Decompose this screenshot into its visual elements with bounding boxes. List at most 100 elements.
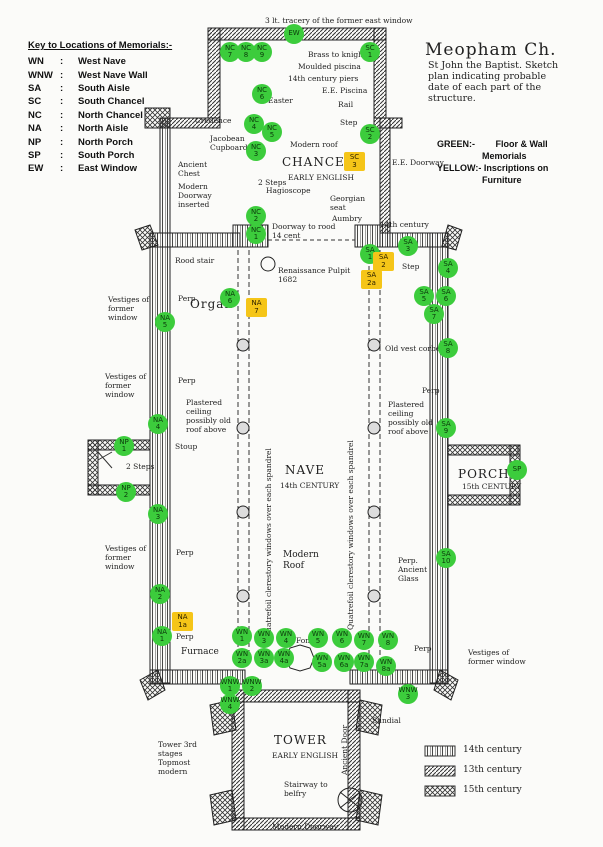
label-moulded-piscina: Moulded piscina (298, 62, 361, 71)
key-code: NP (28, 136, 42, 148)
label-rood-stair: Rood stair (175, 256, 215, 265)
marker-np1: NP 1 (114, 436, 134, 456)
key-code: NC (28, 109, 42, 121)
key-colon: : (60, 96, 64, 108)
key-row: EW:East Window (28, 162, 218, 175)
marker-nc3: NC 3 (246, 141, 266, 161)
key-label: South Aisle (78, 82, 130, 94)
marker-nc4: NC 4 (244, 114, 264, 134)
marker-sc3: SC 3 (344, 152, 365, 171)
label-perp-ancient-glass: Perp. Ancient Glass (398, 556, 428, 583)
label-perp-2: Perp (178, 376, 196, 385)
key-row: NC:North Chancel (28, 109, 218, 122)
memorial-location-key: Key to Locations of Memorials:- WN:West … (28, 40, 218, 176)
label-century-piers: 14th century piers (288, 74, 359, 83)
marker-wn6a: WN 6a (334, 652, 354, 672)
label-porch: PORCH (458, 467, 510, 481)
marker-wnw2: WNW 2 (242, 676, 262, 696)
label-stoup: Stoup (175, 442, 198, 451)
label-two-steps-top: 2 Steps (258, 178, 287, 187)
label-furnace: Furnace (181, 647, 219, 657)
label-early-english-top: EARLY ENGLISH (288, 173, 355, 182)
key-code: WN (28, 56, 44, 68)
church-title: Meopham Ch. (425, 40, 557, 60)
key-code: WNW (28, 69, 53, 81)
green-legend-text-2: Memorials (482, 151, 527, 161)
label-hagioscope: Hagioscope (266, 186, 311, 195)
label-georgian-seat: Georgian seat (330, 194, 366, 212)
marker-na1a: NA 1a (172, 612, 193, 631)
label-vestiges-1: Vestiges of former window (108, 295, 150, 322)
label-renaissance-pulpit: Renaissance Pulpit 1682 (278, 266, 351, 284)
label-fourteenth-cent: 14th century (380, 220, 429, 229)
label-modern-roof-top: Modern roof (290, 140, 338, 149)
green-legend-label: GREEN:- (437, 139, 475, 149)
marker-na7: NA 7 (246, 298, 267, 317)
key-row: WN: West Nave (28, 55, 218, 68)
hatch-legend-swatches (424, 745, 456, 797)
marker-na2: NA 2 (150, 584, 170, 604)
label-east-window: 3 lt. tracery of the former east window (265, 16, 413, 25)
label-stairway: Stairway to belfry (284, 780, 328, 798)
marker-sa8: SA 8 (438, 338, 458, 358)
marker-wn1: WN 1 (232, 626, 252, 646)
marker-sa2: SA 2 (373, 252, 394, 271)
key-label: South Chancel (78, 96, 145, 108)
key-label: West Nave (78, 56, 126, 68)
key-code: EW (28, 163, 44, 175)
marker-wn3: WN 3 (254, 628, 274, 648)
marker-wnw1: WNW 1 (220, 676, 240, 696)
key-colon: : (60, 123, 64, 135)
marker-sa4: SA 4 (438, 258, 458, 278)
color-legend: GREEN:- Floor & Wall Memorials YELLOW:- … (437, 138, 602, 186)
label-vestiges-2: Vestiges of former window (105, 372, 147, 399)
marker-sa9: SA 9 (436, 418, 456, 438)
label-nave: NAVE (285, 463, 325, 477)
marker-na4: NA 4 (148, 414, 168, 434)
marker-wn5: WN 5 (308, 628, 328, 648)
key-colon: : (60, 109, 64, 121)
marker-wn2a: WN 2a (232, 648, 252, 668)
marker-nc9: NC 9 (252, 42, 272, 62)
marker-ew: EW (284, 24, 304, 44)
tower (209, 689, 383, 831)
key-colon: : (60, 136, 64, 148)
label-ancient-door: Ancient Door (340, 724, 349, 775)
marker-sa3: SA 3 (398, 236, 418, 256)
yellow-legend-label: YELLOW:- (437, 163, 482, 173)
pulpit (260, 256, 276, 272)
label-credence: Credence (195, 116, 232, 125)
label-rail: Rail (338, 100, 354, 109)
label-modern-doorway: Modern Doorway inserted (178, 182, 212, 209)
label-perp-3: Perp (422, 386, 440, 395)
marker-wn4a: WN 4a (274, 648, 294, 668)
yellow-legend-text-1: Inscriptions on (483, 163, 549, 173)
marker-np2: NP 2 (116, 482, 136, 502)
key-colon: : (60, 82, 64, 94)
marker-wn6: WN 6 (332, 628, 352, 648)
key-label: South Porch (78, 149, 135, 161)
key-colon: : (60, 163, 64, 175)
label-tower: TOWER (274, 733, 327, 747)
label-tower-stages: Tower 3rd stages Topmost modern (158, 740, 197, 776)
key-colon: : (60, 56, 64, 68)
key-code: NA (28, 123, 42, 135)
green-legend-text-1: Floor & Wall (495, 139, 548, 149)
label-modern-doorway-bottom: Modern Doorway (272, 822, 338, 831)
key-code: SA (28, 82, 42, 94)
marker-sc1: SC 1 (360, 42, 380, 62)
key-row: NA:North Aisle (28, 122, 218, 135)
marker-nc7: NC 7 (220, 42, 240, 62)
label-ee-piscina: E.E. Piscina (322, 86, 368, 95)
label-perp-6: Perp (414, 644, 432, 653)
marker-sa5: SA 5 (414, 286, 434, 306)
marker-wnw4: WNW 4 (220, 694, 240, 714)
marker-nc8: NC 8 (236, 42, 256, 62)
marker-sa10: SA 10 (436, 548, 456, 568)
marker-sa7: SA 7 (424, 304, 444, 324)
label-step-right: Step (402, 262, 420, 271)
label-clerestory-left: Quatrefoil clerestory windows over each … (264, 448, 273, 638)
label-ee-doorway: E.E. Doorway (392, 158, 444, 167)
nave-arcade (236, 250, 381, 665)
key-row: NP:North Porch (28, 135, 218, 148)
